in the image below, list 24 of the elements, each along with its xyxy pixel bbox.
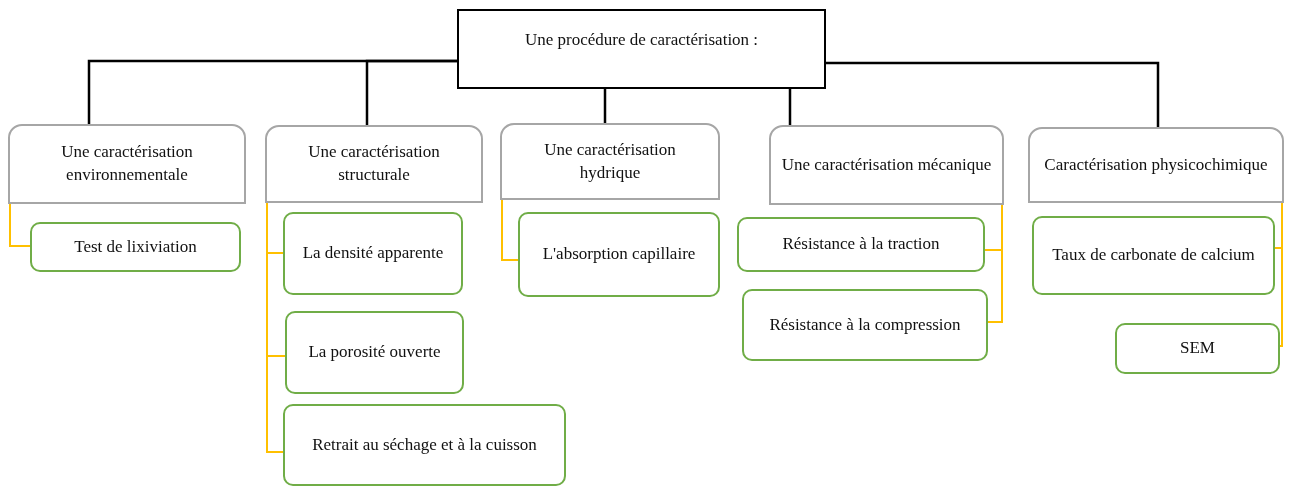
method-box: Test de lixiviation [30,222,241,272]
method-box: Résistance à la compression [742,289,988,361]
method-box: Taux de carbonate de calcium [1032,216,1275,295]
method-box: SEM [1115,323,1280,374]
connector-line [603,89,607,123]
connector-line [1279,202,1283,347]
connector-line [788,89,792,125]
connector-line [987,204,1003,323]
category-box: Une caractérisation mécanique [769,125,1004,205]
category-box: Caractérisation physicochimique [1028,127,1284,203]
connector-line [266,202,284,453]
method-box: La densité apparente [283,212,463,295]
connector-line [365,59,457,125]
connector-line [9,203,31,247]
connector-line [826,61,1160,127]
method-box: La porosité ouverte [285,311,464,394]
category-box: Une caractérisation hydrique [500,123,720,200]
method-box: Résistance à la traction [737,217,985,272]
connector-line [501,199,519,261]
category-box: Une caractérisation environnementale [8,124,246,204]
method-box: Retrait au séchage et à la cuisson [283,404,566,486]
category-box: Une caractérisation structurale [265,125,483,203]
method-box: L'absorption capillaire [518,212,720,297]
root-box: Une procédure de caractérisation : [457,9,826,89]
